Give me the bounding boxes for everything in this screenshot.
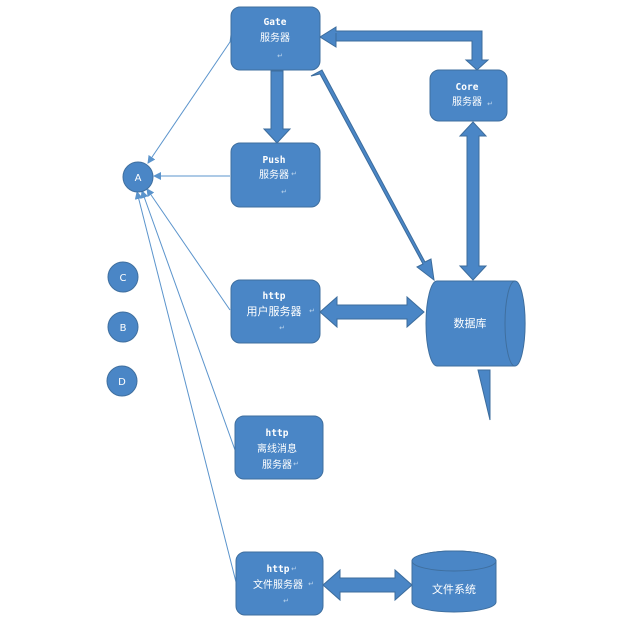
push-server-node[interactable]: Push 服务器 ↵ ↵ xyxy=(230,142,321,208)
file-system-label: 文件系统 xyxy=(432,582,476,596)
arrow-gate-push xyxy=(262,70,292,144)
http-user-server-line1: http xyxy=(263,291,286,302)
file-system-node[interactable]: 文件系统 xyxy=(411,550,497,613)
client-c-label: C xyxy=(120,273,127,284)
file-server-line2: 文件服务器 xyxy=(253,578,303,591)
offline-message-server-node[interactable]: http 离线消息 服务器 ↵ xyxy=(234,415,324,480)
connector-gate-a xyxy=(147,33,238,164)
push-server-line1: Push xyxy=(263,155,286,166)
gate-server-line1: Gate xyxy=(264,17,287,28)
paragraph-mark: ↵ xyxy=(291,565,297,573)
core-server-line2: 服务器 xyxy=(452,95,482,108)
arrow-file-filesystem xyxy=(322,568,413,602)
connector-file-a xyxy=(134,191,237,583)
arrow-core-gate xyxy=(319,26,490,71)
core-server-line1: Core xyxy=(456,82,479,93)
http-user-server-node[interactable]: http 用户服务器 ↵ ↵ xyxy=(230,279,321,344)
database-label: 数据库 xyxy=(454,316,487,330)
offline-server-line3: 服务器 xyxy=(262,458,292,471)
http-user-server-line2: 用户服务器 xyxy=(247,304,302,318)
paragraph-mark: ↵ xyxy=(309,307,315,315)
paragraph-mark: ↵ xyxy=(281,188,287,196)
arrow-http-database xyxy=(319,295,425,329)
paragraph-mark: ↵ xyxy=(487,100,493,108)
client-d-label: D xyxy=(118,377,126,388)
paragraph-mark: ↵ xyxy=(279,324,285,332)
arrow-core-database xyxy=(458,121,488,281)
file-server-line1: http xyxy=(267,564,290,575)
arrow-database-offline xyxy=(477,369,491,421)
client-b-label: B xyxy=(120,323,127,334)
client-a[interactable]: A xyxy=(122,161,154,193)
gate-server-line2: 服务器 xyxy=(260,31,290,44)
client-d[interactable]: D xyxy=(106,365,138,397)
gate-server-node[interactable]: Gate 服务器 ↵ xyxy=(230,6,321,71)
push-server-line2: 服务器 xyxy=(259,168,289,181)
connector-offline-a xyxy=(140,190,236,451)
paragraph-mark: ↵ xyxy=(293,460,299,468)
client-connectors xyxy=(134,33,238,583)
offline-server-line1: http xyxy=(266,428,289,439)
client-c[interactable]: C xyxy=(107,261,139,293)
arrow-gate-database xyxy=(310,69,435,282)
client-b[interactable]: B xyxy=(107,311,139,343)
paragraph-mark: ↵ xyxy=(283,597,289,605)
file-server-node[interactable]: http 文件服务器 ↵ ↵ ↵ xyxy=(235,551,324,616)
paragraph-mark: ↵ xyxy=(277,52,283,60)
client-a-label: A xyxy=(135,173,142,184)
paragraph-mark: ↵ xyxy=(291,170,297,178)
database-node[interactable]: 数据库 xyxy=(425,280,526,367)
connector-http-user-a xyxy=(146,188,231,311)
paragraph-mark: ↵ xyxy=(308,580,314,588)
core-server-node[interactable]: Core 服务器 ↵ xyxy=(429,69,508,122)
offline-server-line2: 离线消息 xyxy=(257,442,297,455)
